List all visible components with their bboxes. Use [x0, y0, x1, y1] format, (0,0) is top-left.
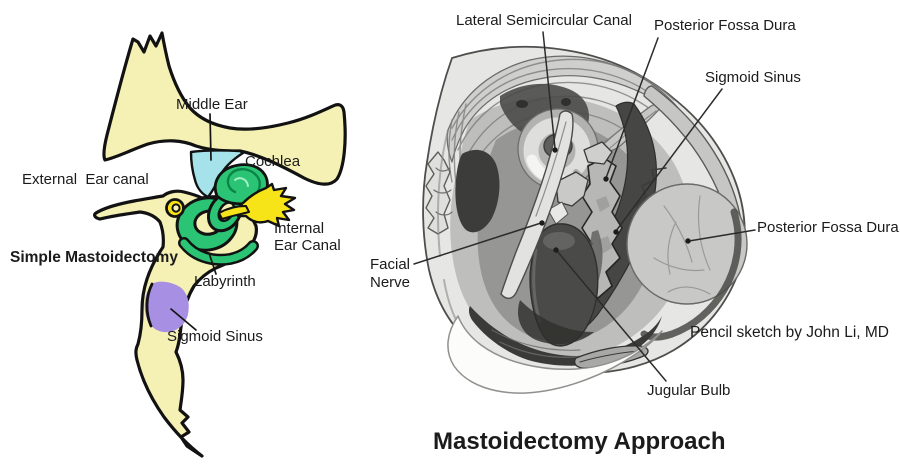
- sigmoid-sinus-shape: [144, 281, 189, 333]
- right-panel-title: Mastoidectomy Approach: [433, 428, 726, 455]
- jugular-bulb-label: Jugular Bulb: [647, 382, 731, 399]
- cochlea-spiral-highlight: [234, 177, 249, 187]
- simple-mastoidectomy-diagram: [93, 31, 347, 458]
- middle-ear-leader: [209, 113, 212, 161]
- sigmoid-sinus-label-left: Sigmoid Sinus: [167, 328, 263, 345]
- upper-plate-shape: [555, 171, 589, 207]
- lateral-semicircular-canal-label: Lateral Semicircular Canal: [456, 12, 632, 29]
- facial-nerve-leader: [413, 222, 542, 265]
- bone-shard-highlight: [547, 201, 569, 225]
- sigmoid-sinus-leader-left: [170, 308, 197, 331]
- pfd-right-leader: [688, 229, 756, 242]
- right-leader-lines: [413, 31, 756, 382]
- jugular-bulb-leader: [556, 250, 667, 382]
- cochlea-spiral-line: [226, 168, 261, 198]
- left-panel-title: Simple Mastoidectomy: [10, 249, 178, 266]
- posterior-fossa-dura-top-label: Posterior Fossa Dura: [654, 17, 796, 34]
- labyrinth-leader: [208, 252, 217, 275]
- pencil-sketch-drawing: [413, 31, 756, 394]
- external-ear-canal-label: External Ear canal: [22, 171, 149, 188]
- facial-ridge-strip: [500, 110, 574, 300]
- labyrinth-lower-arc: [178, 237, 259, 266]
- sigmoid-sinus-edge-line: [145, 282, 154, 328]
- cochlea-label: Cochlea: [245, 153, 301, 170]
- lsc-leader: [542, 31, 556, 149]
- temporal-bone-wing-shape: [102, 31, 347, 186]
- facial-ridge-inner-line: [535, 121, 567, 217]
- ossicle-ring: [165, 198, 185, 218]
- internal-ear-canal-label: Internal Ear Canal: [274, 220, 341, 254]
- middle-ear-label: Middle Ear: [176, 96, 248, 113]
- sketch-credit: Pencil sketch by John Li, MD: [690, 324, 890, 341]
- ear-canal-opening-shadow: [455, 149, 500, 233]
- leader-dots: [539, 147, 691, 253]
- upper-plate-shape-2: [583, 141, 613, 165]
- mastoid-tip-flap: [447, 315, 663, 394]
- jugular-bulb-dome: [529, 223, 599, 347]
- pfd-top-leader: [605, 37, 659, 179]
- left-leader-lines: [170, 113, 217, 331]
- labyrinth-label: Labyrinth: [194, 273, 256, 290]
- digastric-leaf-shape: [574, 345, 649, 369]
- posterior-fossa-dura-right-label: Posterior Fossa Dura: [757, 219, 899, 236]
- sigmoid-sinus-leader-right: [615, 88, 723, 232]
- dura-vein-lines: [653, 195, 711, 295]
- facial-nerve-label: Facial Nerve: [370, 256, 411, 291]
- floor-striation-lines: [491, 329, 585, 358]
- sigmoid-sinus-label-right: Sigmoid Sinus: [705, 69, 801, 86]
- nerve-strand-shape: [218, 205, 250, 220]
- floor-dark-blob: [517, 300, 594, 345]
